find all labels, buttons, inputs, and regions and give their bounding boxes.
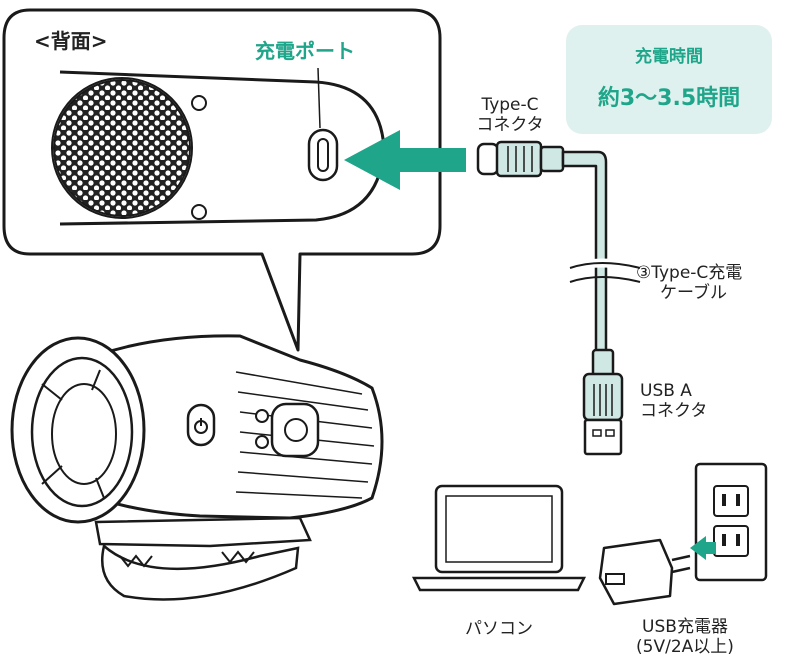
cable-label-line1: ③Type-C充電: [636, 263, 743, 283]
charge-time-title: 充電時間: [635, 47, 703, 67]
type-c-connector-label-line1: Type-C: [481, 95, 539, 115]
usb-a-connector-label-line2: コネクタ: [640, 401, 708, 421]
type-c-cable: [476, 140, 642, 456]
charge-time-box: [566, 25, 772, 134]
charge-time-value: 約3〜3.5時間: [597, 86, 741, 111]
usb-charger: [598, 538, 691, 606]
type-c-connector-label-line2: コネクタ: [476, 115, 544, 135]
callout-heading: <背面>: [34, 29, 108, 53]
usb-a-connector-label-line1: USB A: [640, 381, 692, 401]
insertion-arrow: [344, 130, 466, 190]
pc-label: パソコン: [465, 619, 533, 639]
charger-label-line1: USB充電器: [642, 617, 728, 637]
light-device: [10, 334, 384, 524]
laptop: [411, 484, 587, 592]
wall-outlet: [690, 462, 768, 582]
device-back-panel: [51, 67, 386, 226]
device-clip: [94, 516, 312, 601]
charger-label-line2: (5V/2A以上): [636, 637, 734, 657]
charging-port-label: 充電ポート: [255, 39, 355, 63]
cable-label-line2: ケーブル: [660, 283, 727, 303]
